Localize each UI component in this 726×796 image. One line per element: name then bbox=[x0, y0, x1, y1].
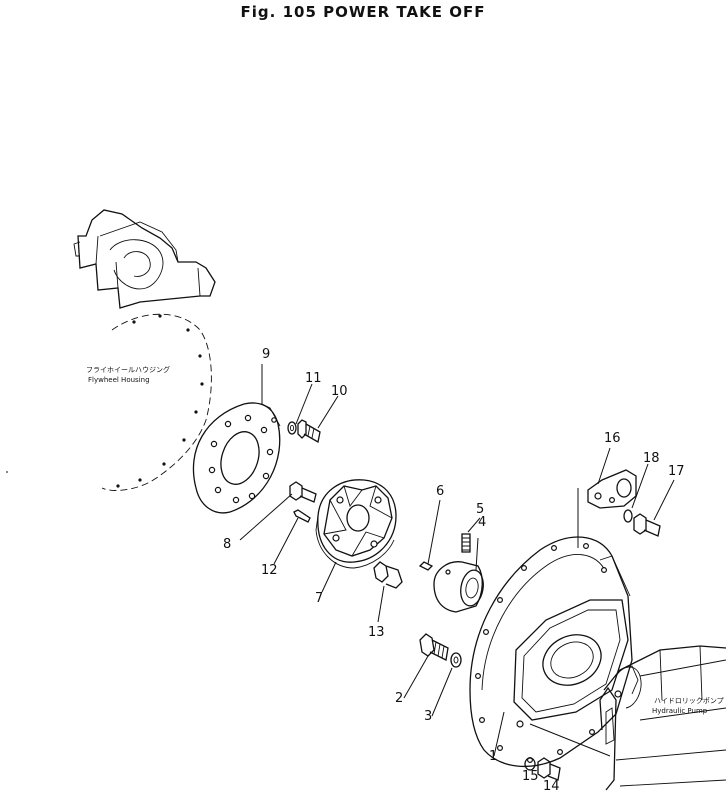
callout-3: 3 bbox=[424, 709, 433, 724]
part-15-washer bbox=[524, 757, 536, 771]
part-3-washer bbox=[450, 652, 462, 668]
part-14-bolt bbox=[537, 757, 561, 781]
part-7-coupling bbox=[315, 479, 397, 569]
part-6-key bbox=[418, 561, 434, 571]
part-18-washer bbox=[623, 509, 633, 523]
callout-17: 17 bbox=[668, 464, 685, 479]
callout-13: 13 bbox=[368, 625, 385, 640]
part-1-pto-housing bbox=[469, 536, 633, 768]
part-2-bolt bbox=[419, 633, 449, 661]
callout-14: 14 bbox=[543, 779, 560, 794]
hydraulic-pump bbox=[599, 645, 726, 791]
part-9-drive-plate bbox=[192, 402, 281, 514]
part-5-setscrew bbox=[461, 533, 471, 553]
hydraulic-pump-label-jp: ハイドロリックポンプ bbox=[654, 697, 724, 705]
part-8-bolt bbox=[289, 481, 317, 503]
flywheel-housing bbox=[73, 209, 216, 491]
part-16-bracket bbox=[587, 469, 637, 509]
part-10-bolt bbox=[297, 419, 321, 444]
leader-lines bbox=[6, 364, 675, 757]
flywheel-housing-label-jp: フライホイールハウジング bbox=[86, 366, 170, 374]
callout-1: 1 bbox=[489, 749, 498, 764]
callout-7: 7 bbox=[315, 591, 324, 606]
callout-4: 4 bbox=[478, 515, 487, 530]
part-12-pin bbox=[293, 509, 311, 523]
part-11-washer bbox=[287, 421, 297, 435]
callout-8: 8 bbox=[223, 537, 232, 552]
hydraulic-pump-label-en: Hydraulic Pump bbox=[652, 707, 708, 715]
callout-18: 18 bbox=[643, 451, 660, 466]
callout-12: 12 bbox=[261, 563, 278, 578]
callout-5: 5 bbox=[476, 502, 485, 517]
part-13-bolt bbox=[373, 561, 403, 589]
callout-16: 16 bbox=[604, 431, 621, 446]
callout-9: 9 bbox=[262, 347, 271, 362]
callout-11: 11 bbox=[305, 371, 322, 386]
callout-2: 2 bbox=[395, 691, 404, 706]
callout-10: 10 bbox=[331, 384, 348, 399]
callout-6: 6 bbox=[436, 484, 445, 499]
part-17-bolt bbox=[633, 513, 661, 537]
flywheel-housing-label-en: Flywheel Housing bbox=[88, 376, 150, 384]
figure-title: Fig. 105 POWER TAKE OFF bbox=[240, 3, 486, 21]
callout-15: 15 bbox=[522, 769, 539, 784]
part-4-hub bbox=[433, 561, 484, 613]
